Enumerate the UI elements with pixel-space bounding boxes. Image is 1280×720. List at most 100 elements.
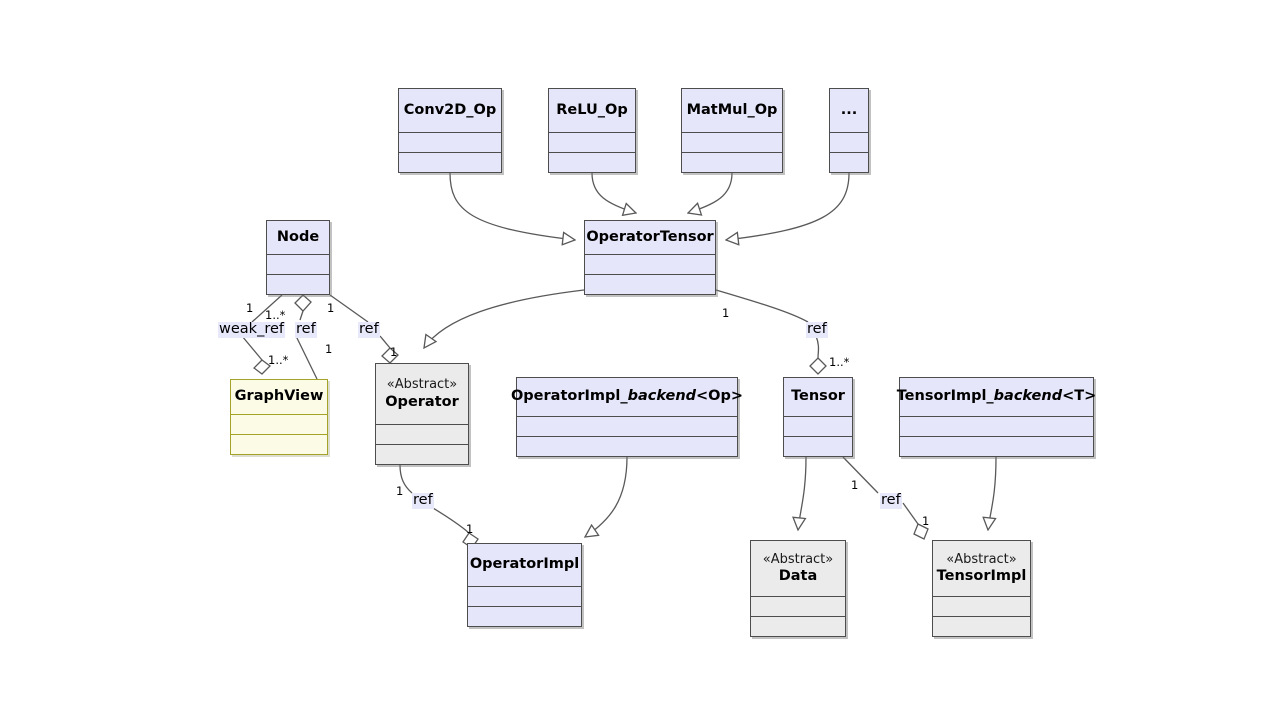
- class-header: «Abstract» Operator: [376, 364, 468, 424]
- class-header: GraphView: [231, 380, 327, 414]
- class-header: Node: [267, 221, 329, 254]
- multiplicity-label: 1: [851, 478, 859, 492]
- class-operations-compartment: [933, 616, 1030, 636]
- edge-tensor-ref-tensorimpl-b: [902, 502, 919, 525]
- multiplicity-label: 1..*: [265, 308, 286, 322]
- edge-relu-to-operatortensor: [591, 172, 636, 213]
- class-header: OperatorImpl_backend<Op>: [511, 378, 743, 416]
- class-box-tensorimpl[interactable]: «Abstract» TensorImpl: [932, 540, 1031, 637]
- class-box-matmul-op[interactable]: MatMul_Op: [681, 88, 783, 173]
- multiplicity-label: 1: [466, 522, 474, 536]
- class-attributes-compartment: [682, 132, 782, 152]
- edge-label-ref-operator-operatorimpl: ref: [412, 492, 434, 509]
- multiplicity-label: 1: [922, 514, 930, 528]
- edge-matmul-to-operatortensor: [688, 172, 733, 213]
- class-box-operator[interactable]: «Abstract» Operator: [375, 363, 469, 465]
- class-attributes-compartment: [751, 596, 845, 616]
- multiplicity-label: 1: [390, 345, 398, 359]
- edge-operatortensor-ref-tensor: [715, 289, 809, 323]
- class-operations-compartment: [468, 606, 581, 626]
- class-name: MatMul_Op: [686, 101, 778, 118]
- multiplicity-label: 1..*: [829, 355, 850, 369]
- multiplicity-label: 1: [396, 484, 404, 498]
- class-header: MatMul_Op: [682, 89, 782, 132]
- class-header: OperatorImpl: [468, 544, 581, 586]
- edge-label-ref-tensor-tensorimpl: ref: [880, 492, 902, 509]
- edge-node-ref-graphview-b: [295, 335, 318, 380]
- edge-node-weakref-graphview-b: [241, 335, 263, 361]
- class-box-operatorimpl-backend[interactable]: OperatorImpl_backend<Op>: [511, 377, 743, 457]
- class-header: OperatorTensor: [585, 221, 715, 254]
- class-name: ...: [840, 101, 858, 118]
- class-box-relu-op[interactable]: ReLU_Op: [548, 88, 636, 173]
- class-name: Node: [276, 228, 320, 245]
- edge-node-ref-graphview: [299, 310, 304, 321]
- class-box-operatorimpl[interactable]: OperatorImpl: [467, 543, 582, 627]
- edge-ellipsis-to-operatortensor: [726, 172, 850, 240]
- edge-operatortensor-ref-tensor-b: [815, 335, 820, 359]
- class-header: ...: [830, 89, 868, 132]
- class-attributes-compartment: [585, 254, 715, 274]
- class-operations-compartment: [231, 434, 327, 454]
- class-operations-compartment: [682, 152, 782, 172]
- class-box-conv2d-op[interactable]: Conv2D_Op: [398, 88, 502, 173]
- class-box-node[interactable]: Node: [266, 220, 330, 295]
- edge-operator-ref-operatorimpl-b: [427, 504, 470, 534]
- class-name: OperatorImpl: [469, 556, 580, 573]
- class-name: Conv2D_Op: [403, 101, 497, 118]
- edge-operatortensor-to-operator: [424, 289, 585, 348]
- class-header: Tensor: [784, 378, 852, 416]
- class-attributes-compartment: [830, 132, 868, 152]
- class-box-graphview[interactable]: GraphView: [230, 379, 328, 455]
- multiplicity-label: 1: [325, 342, 333, 356]
- class-attributes-compartment: [549, 132, 635, 152]
- class-operations-compartment: [830, 152, 868, 172]
- class-stereotype: «Abstract»: [762, 551, 834, 567]
- class-stereotype: «Abstract»: [946, 551, 1017, 567]
- class-operations-compartment: [751, 616, 845, 636]
- class-name: OperatorImpl_backend<Op>: [510, 388, 744, 405]
- class-box-operatortensor[interactable]: OperatorTensor: [584, 220, 716, 295]
- multiplicity-label: 1: [327, 301, 335, 315]
- multiplicity-label: 1: [722, 306, 730, 320]
- class-operations-compartment: [267, 274, 329, 294]
- class-header: TensorImpl_backend<T>: [897, 378, 1097, 416]
- edge-label-ref-node-graphview: ref: [295, 321, 317, 338]
- class-name: OperatorTensor: [586, 228, 714, 245]
- class-name: Tensor: [791, 388, 845, 405]
- class-name: TensorImpl: [936, 568, 1027, 585]
- class-attributes-compartment: [784, 416, 852, 436]
- class-header: «Abstract» Data: [751, 541, 845, 596]
- class-box-ellipsis[interactable]: ...: [829, 88, 869, 173]
- class-attributes-compartment: [900, 416, 1093, 436]
- class-name: TensorImpl_backend<T>: [896, 388, 1097, 405]
- class-operations-compartment: [376, 444, 468, 464]
- class-name: ReLU_Op: [556, 101, 628, 118]
- class-box-data[interactable]: «Abstract» Data: [750, 540, 846, 637]
- edge-conv2d-to-operatortensor: [449, 172, 575, 240]
- class-header: «Abstract» TensorImpl: [933, 541, 1030, 596]
- class-box-tensor[interactable]: Tensor: [783, 377, 853, 457]
- class-operations-compartment: [399, 152, 501, 172]
- class-name: Operator: [385, 393, 459, 410]
- class-header: ReLU_Op: [549, 89, 635, 132]
- edge-operatorimplbe-to-operatorimpl: [585, 456, 628, 537]
- class-attributes-compartment: [267, 254, 329, 274]
- class-stereotype: «Abstract»: [386, 377, 458, 393]
- class-attributes-compartment: [399, 132, 501, 152]
- edge-label-ref-node-operator: ref: [358, 321, 380, 338]
- class-attributes-compartment: [376, 424, 468, 444]
- edge-tensor-ref-tensorimpl: [842, 456, 879, 494]
- class-operations-compartment: [585, 274, 715, 294]
- class-operations-compartment: [900, 436, 1093, 456]
- class-box-tensorimpl-backend[interactable]: TensorImpl_backend<T>: [897, 377, 1097, 457]
- class-operations-compartment: [549, 152, 635, 172]
- edge-tensor-to-data: [798, 456, 807, 530]
- class-operations-compartment: [784, 436, 852, 456]
- class-attributes-compartment: [517, 416, 737, 436]
- class-operations-compartment: [517, 436, 737, 456]
- class-header: Conv2D_Op: [399, 89, 501, 132]
- diamond-node-ref: [294, 294, 312, 312]
